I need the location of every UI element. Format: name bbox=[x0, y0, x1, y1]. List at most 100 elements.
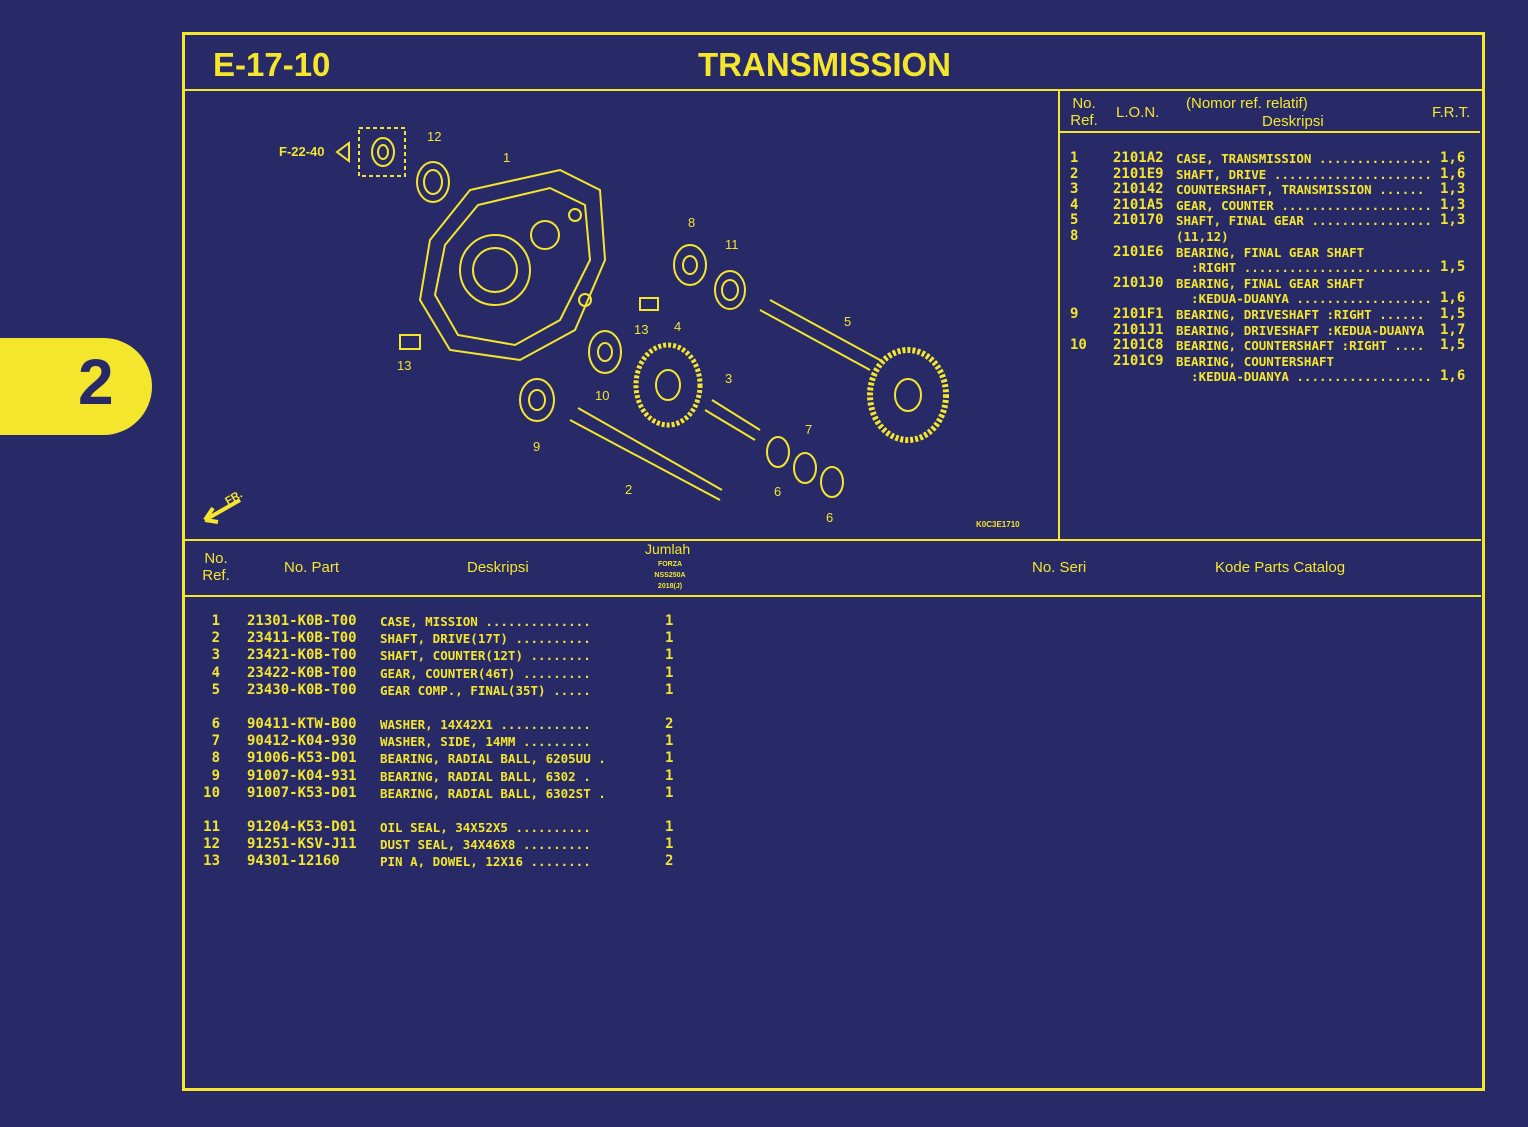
part-desc-cell: BEARING, RADIAL BALL, 6302 . bbox=[380, 768, 591, 784]
part-desc-cell: GEAR COMP., FINAL(35T) ..... bbox=[380, 682, 591, 698]
part-ref-cell: 7 bbox=[211, 733, 220, 750]
lon-desc-cell: BEARING, COUNTERSHAFT :RIGHT .... bbox=[1176, 338, 1425, 354]
part-qty-cell: 1 bbox=[665, 630, 674, 647]
lon-ref-cell: 4 bbox=[1070, 196, 1079, 213]
callout: 6 bbox=[774, 484, 782, 499]
section-tab[interactable] bbox=[0, 338, 152, 435]
table-row[interactable]: 6 90411-KTW-B00 WASHER, 14X42X1 ..........… bbox=[200, 716, 690, 734]
lon-desc-cell: BEARING, FINAL GEAR SHAFT bbox=[1176, 244, 1365, 260]
lon-frt-cell: 1,5 bbox=[1440, 337, 1466, 354]
lon-desc-cell: :KEDUA-DUANYA .................. bbox=[1176, 369, 1432, 385]
parts-header-part-no: No. Part bbox=[284, 559, 340, 576]
image-code: K0C3E1710 bbox=[976, 520, 1020, 529]
lon-ref-cell: 9 bbox=[1070, 306, 1079, 322]
parts-header-ref: No. Ref. bbox=[202, 550, 230, 584]
callout: 4 bbox=[674, 319, 682, 334]
callout: 13 bbox=[397, 358, 412, 373]
part-desc-cell: GEAR, COUNTER(46T) ......... bbox=[380, 665, 591, 681]
part-part-cell: 94301-12160 bbox=[247, 853, 340, 870]
lon-frt-cell: 1,3 bbox=[1440, 181, 1466, 198]
part-desc-cell: BEARING, RADIAL BALL, 6302ST . bbox=[380, 785, 606, 801]
parts-header-serial: No. Seri bbox=[1032, 559, 1087, 576]
lon-desc-cell: COUNTERSHAFT, TRANSMISSION ...... bbox=[1176, 182, 1425, 198]
part-desc-cell: PIN A, DOWEL, 12X16 ........ bbox=[380, 854, 591, 870]
table-row[interactable]: 11 91204-K53-D01 OIL SEAL, 34X52X5 .......… bbox=[200, 819, 690, 837]
lon-ref-cell: 1 bbox=[1070, 150, 1079, 166]
lon-lon-cell: 210170 bbox=[1113, 212, 1164, 229]
lon-ref-cell: 3 bbox=[1070, 181, 1079, 198]
table-row[interactable]: 3 23421-K0B-T00 SHAFT, COUNTER(12T) ......… bbox=[200, 648, 690, 665]
table-row[interactable]: 8 91006-K53-D01 BEARING, RADIAL BALL, 6205… bbox=[200, 751, 690, 768]
section-number: 2 bbox=[78, 346, 114, 418]
part-ref-cell: 12 bbox=[203, 836, 220, 853]
part-qty-cell: 2 bbox=[665, 716, 674, 732]
lon-desc-cell: BEARING, DRIVESHAFT :RIGHT ...... bbox=[1176, 307, 1425, 322]
lon-desc-cell: BEARING, COUNTERSHAFT bbox=[1176, 353, 1335, 369]
callout: 13 bbox=[634, 322, 649, 337]
callout: 1 bbox=[503, 150, 511, 165]
part-part-cell: 91251-KSV-J11 bbox=[247, 836, 357, 853]
table-row[interactable]: 13 94301-12160 PIN A, DOWEL, 12X16 .......… bbox=[200, 854, 690, 871]
part-desc-cell: CASE, MISSION .............. bbox=[380, 614, 591, 629]
table-row[interactable]: 4 23422-K0B-T00 GEAR, COUNTER(46T) .......… bbox=[200, 664, 690, 683]
lon-desc-cell: BEARING, DRIVESHAFT :KEDUA-DUANYA bbox=[1176, 322, 1425, 338]
part-part-cell: 90411-KTW-B00 bbox=[247, 716, 357, 732]
part-part-cell: 91204-K53-D01 bbox=[247, 819, 357, 835]
lon-lon-cell: 2101J1 bbox=[1113, 321, 1164, 338]
part-desc-cell: BEARING, RADIAL BALL, 6205UU . bbox=[380, 751, 606, 767]
transmission-case bbox=[203, 127, 949, 524]
part-desc-cell: WASHER, 14X42X1 ............ bbox=[380, 717, 591, 732]
reference-link[interactable]: F-22-40 bbox=[279, 144, 325, 159]
part-qty-cell: 1 bbox=[665, 750, 674, 767]
part-part-cell: 91006-K53-D01 bbox=[247, 750, 357, 767]
callout: 9 bbox=[533, 439, 541, 454]
page-title: TRANSMISSION bbox=[698, 46, 952, 83]
parts-header-qty: Jumlah bbox=[645, 541, 691, 557]
parts-header-desc: Deskripsi bbox=[467, 559, 529, 576]
lon-desc-cell: :KEDUA-DUANYA .................. bbox=[1176, 291, 1432, 307]
part-desc-cell: WASHER, SIDE, 14MM ......... bbox=[380, 734, 591, 750]
part-ref-cell: 2 bbox=[211, 630, 220, 647]
lon-lon-cell: 2101C8 bbox=[1113, 337, 1164, 354]
part-ref-cell: 5 bbox=[211, 681, 220, 698]
callout: 10 bbox=[595, 388, 610, 403]
part-ref-cell: 8 bbox=[211, 750, 220, 767]
lon-lon-cell: 2101E9 bbox=[1113, 165, 1164, 182]
part-ref-cell: 6 bbox=[211, 716, 220, 732]
lon-lon-cell: 2101A2 bbox=[1113, 150, 1164, 166]
part-ref-cell: 4 bbox=[211, 664, 220, 681]
part-part-cell: 23421-K0B-T00 bbox=[247, 647, 357, 664]
parts-header-model: FORZA NSS250A 2018(J) bbox=[654, 561, 686, 590]
part-ref-cell: 11 bbox=[203, 819, 220, 835]
callout: 3 bbox=[725, 371, 733, 386]
callout: 12 bbox=[427, 129, 442, 144]
lon-ref-cell: 5 bbox=[1070, 212, 1079, 229]
part-qty-cell: 1 bbox=[665, 836, 674, 853]
part-qty-cell: 1 bbox=[665, 613, 674, 629]
part-qty-cell: 2 bbox=[665, 853, 674, 870]
lon-lon-cell: 2101F1 bbox=[1113, 306, 1164, 322]
lon-lon-cell: 210142 bbox=[1113, 181, 1164, 198]
part-part-cell: 23422-K0B-T00 bbox=[247, 664, 357, 681]
part-part-cell: 91007-K53-D01 bbox=[247, 784, 357, 801]
lon-desc-cell: (11,12) bbox=[1176, 229, 1229, 244]
part-ref-cell: 13 bbox=[203, 853, 220, 870]
lon-lon-cell: 2101J0 bbox=[1113, 274, 1164, 291]
lon-desc-cell: BEARING, FINAL GEAR SHAFT bbox=[1176, 275, 1365, 291]
part-desc-cell: OIL SEAL, 34X52X5 .......... bbox=[380, 820, 591, 835]
callout: 6 bbox=[826, 510, 834, 525]
lon-lon-cell: 2101A5 bbox=[1113, 196, 1164, 213]
parts-header-catalog: Kode Parts Catalog bbox=[1215, 559, 1346, 576]
lon-desc-cell: :RIGHT ......................... bbox=[1176, 260, 1432, 276]
divider bbox=[1058, 90, 1060, 540]
part-desc-cell: SHAFT, COUNTER(12T) ........ bbox=[380, 648, 591, 664]
part-ref-cell: 3 bbox=[211, 647, 220, 664]
part-qty-cell: 1 bbox=[665, 784, 674, 801]
